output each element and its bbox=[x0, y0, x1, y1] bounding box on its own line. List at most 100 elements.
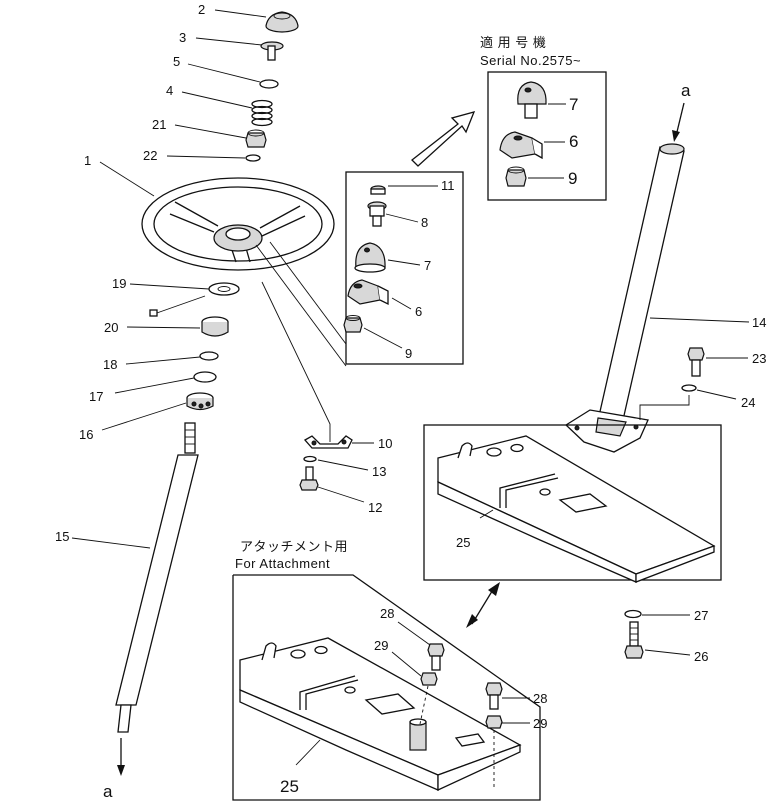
part-18-ring bbox=[199, 351, 219, 361]
leader-2 bbox=[214, 9, 267, 18]
part-8-bolt bbox=[367, 201, 387, 227]
part-27-washer bbox=[624, 609, 642, 619]
attach-part-25-panel bbox=[239, 637, 522, 792]
inset-part-9-nut bbox=[505, 166, 527, 187]
inset-label-9: 9 bbox=[568, 169, 577, 188]
part-24-washer bbox=[681, 384, 697, 392]
label-25: 25 bbox=[456, 535, 470, 550]
inset-label-6: 6 bbox=[569, 132, 578, 151]
label-6: 6 bbox=[415, 304, 422, 319]
leader-5 bbox=[187, 63, 261, 83]
label-20: 20 bbox=[104, 320, 118, 335]
label-26: 26 bbox=[694, 649, 708, 664]
attach-leader-29a bbox=[391, 651, 422, 677]
part-3-knob bbox=[260, 41, 284, 61]
serial-inset-box bbox=[487, 71, 607, 201]
leader-3 bbox=[195, 37, 263, 46]
leader-9 bbox=[363, 327, 403, 349]
attach-label-29b: 29 bbox=[533, 716, 547, 731]
label-11: 11 bbox=[441, 178, 455, 193]
label-24: 24 bbox=[741, 395, 755, 410]
leader-16 bbox=[101, 402, 187, 431]
part-4-spring bbox=[251, 99, 273, 127]
attach-label-28a: 28 bbox=[380, 606, 394, 621]
leader-20 bbox=[126, 326, 201, 329]
ref-a-top: a bbox=[681, 81, 691, 100]
label-27: 27 bbox=[694, 608, 708, 623]
lever-detail-box bbox=[345, 171, 464, 365]
part-5-ring bbox=[259, 79, 279, 89]
pointer-to-part-10 bbox=[261, 281, 331, 442]
attach-caption-en: For Attachment bbox=[235, 556, 330, 571]
part-17-ring bbox=[193, 371, 217, 383]
attach-dash-29a bbox=[419, 685, 429, 725]
part-25-panel bbox=[437, 435, 716, 583]
part-23-bolt bbox=[687, 347, 705, 377]
lever-box-pointer-2 bbox=[269, 241, 347, 345]
serial-caption-en: Serial No.2575~ bbox=[480, 53, 581, 68]
leader-6 bbox=[391, 297, 412, 310]
part-20-bushing bbox=[201, 316, 229, 337]
arrow-a-top-head bbox=[672, 130, 680, 142]
part-15-shaft bbox=[115, 422, 199, 733]
attach-label-29a: 29 bbox=[374, 638, 388, 653]
attach-label-25: 25 bbox=[280, 777, 299, 796]
label-21: 21 bbox=[152, 117, 166, 132]
serial-caption-jp: 適 用 号 機 bbox=[480, 35, 546, 50]
part-7-knob bbox=[354, 242, 386, 273]
attach-leader-25 bbox=[295, 739, 321, 766]
attach-part-29a-nut bbox=[420, 672, 438, 686]
label-22: 22 bbox=[143, 148, 157, 163]
part-9-nut bbox=[343, 315, 363, 333]
leader-4 bbox=[181, 91, 253, 109]
inset-part-6-bracket bbox=[499, 131, 543, 160]
arrow-a-top bbox=[675, 102, 685, 137]
leader-26 bbox=[644, 649, 691, 656]
attachment-inset-box bbox=[232, 574, 541, 801]
leader-15 bbox=[71, 537, 151, 549]
part-19-pin bbox=[149, 309, 158, 317]
inset-part-7-knob bbox=[517, 81, 547, 119]
lever-box-pointer-1 bbox=[255, 244, 347, 367]
part-13-washer bbox=[303, 455, 317, 463]
attach-part-29b-nut bbox=[485, 715, 503, 729]
label-9: 9 bbox=[405, 346, 412, 361]
attach-caption-jp: アタッチメント用 bbox=[240, 539, 348, 554]
label-17: 17 bbox=[89, 389, 103, 404]
part-26-bolt bbox=[624, 621, 644, 659]
part-22-washer bbox=[245, 154, 261, 162]
attach-leader-28a bbox=[397, 621, 431, 646]
label-18: 18 bbox=[103, 357, 117, 372]
part-11-body bbox=[370, 188, 386, 195]
arrow-a-bottom-head bbox=[117, 765, 125, 776]
label-10: 10 bbox=[378, 436, 392, 451]
leader-13 bbox=[317, 459, 369, 471]
inset-label-7: 7 bbox=[569, 95, 578, 114]
connector-24 bbox=[639, 395, 690, 420]
label-1: 1 bbox=[84, 153, 91, 168]
part-21-nut bbox=[245, 129, 267, 148]
leader-22 bbox=[166, 155, 246, 159]
label-5: 5 bbox=[173, 54, 180, 69]
leader-8 bbox=[385, 213, 419, 223]
label-8: 8 bbox=[421, 215, 428, 230]
leader-12 bbox=[317, 486, 365, 503]
part-1-steering-wheel bbox=[141, 177, 335, 271]
attach-label-28b: 28 bbox=[533, 691, 547, 706]
label-14: 14 bbox=[752, 315, 766, 330]
leader-18 bbox=[125, 356, 201, 365]
leader-25-main bbox=[479, 509, 494, 519]
part-6-bracket bbox=[347, 279, 389, 306]
label-19: 19 bbox=[112, 276, 126, 291]
part-2-cap bbox=[265, 11, 299, 33]
part-19-washer bbox=[208, 282, 240, 296]
label-2: 2 bbox=[198, 2, 205, 17]
label-13: 13 bbox=[372, 464, 386, 479]
leader-24 bbox=[696, 389, 737, 400]
label-15: 15 bbox=[55, 529, 69, 544]
leader-14 bbox=[649, 317, 750, 323]
attach-part-28b-bolt bbox=[485, 682, 503, 710]
part-19-pin-line bbox=[153, 295, 206, 315]
label-23: 23 bbox=[752, 351, 766, 366]
